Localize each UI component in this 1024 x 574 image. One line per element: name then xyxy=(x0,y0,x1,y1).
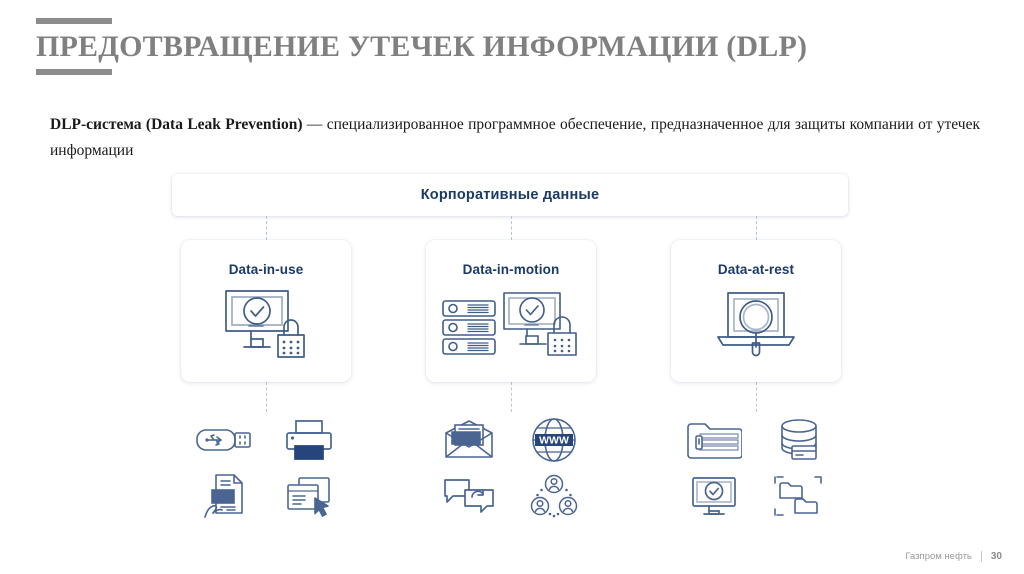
footer-divider xyxy=(980,551,982,562)
icon-group-data-in-use xyxy=(181,415,351,521)
connector-line-bottom-2 xyxy=(511,382,512,412)
footer-brand: Газпром нефть xyxy=(905,551,972,562)
connector-line-top-2 xyxy=(511,216,512,240)
card-data-in-use-label: Data-in-use xyxy=(228,262,304,277)
usb-flash-drive-icon xyxy=(187,415,261,465)
card-data-at-rest-label: Data-at-rest xyxy=(717,262,795,277)
connector-line-bottom-3 xyxy=(756,382,757,412)
body-rest: специализированное программное обеспечен… xyxy=(50,116,980,159)
windows-cursor-icon xyxy=(272,471,346,521)
title-rule-bottom xyxy=(36,69,112,75)
printer-icon xyxy=(272,415,346,465)
icon-group-data-in-motion: WWW xyxy=(426,415,596,521)
monitor-check-lock-icon xyxy=(181,285,351,359)
connector-line-top-1 xyxy=(266,216,267,240)
laptop-magnifier-icon xyxy=(671,285,841,359)
dlp-diagram: Корпоративные данные Data-in-use xyxy=(0,160,1024,540)
icon-group-data-at-rest xyxy=(671,415,841,521)
slide-footer: Газпром нефть 30 xyxy=(905,551,1002,562)
chat-bubbles-icon xyxy=(432,471,506,521)
body-dash: — xyxy=(302,116,327,133)
email-envelope-icon xyxy=(432,415,506,465)
card-data-at-rest[interactable]: Data-at-rest xyxy=(671,240,841,382)
slide-header: ПРЕДОТВРАЩЕНИЕ УТЕЧЕК ИНФОРМАЦИИ (DLP) xyxy=(36,18,996,75)
hand-document-icon xyxy=(187,471,261,521)
connector-line-bottom-1 xyxy=(266,382,267,412)
zip-folder-icon xyxy=(677,415,751,465)
page-number: 30 xyxy=(990,551,1002,562)
page-title: ПРЕДОТВРАЩЕНИЕ УТЕЧЕК ИНФОРМАЦИИ (DLP) xyxy=(36,30,808,63)
body-lead: DLP-система (Data Leak Prevention) xyxy=(50,116,303,133)
connector-line-top-3 xyxy=(756,216,757,240)
social-network-icon xyxy=(517,471,591,521)
svg-text:WWW: WWW xyxy=(539,435,569,447)
card-data-in-motion[interactable]: Data-in-motion xyxy=(426,240,596,382)
database-icon xyxy=(762,415,836,465)
monitor-check-icon xyxy=(677,471,751,521)
card-data-in-motion-label: Data-in-motion xyxy=(462,262,560,277)
title-rule-top xyxy=(36,18,112,24)
card-data-in-use[interactable]: Data-in-use xyxy=(181,240,351,382)
corporate-data-label: Корпоративные данные xyxy=(420,187,600,203)
folder-transfer-icon xyxy=(762,471,836,521)
servers-monitor-lock-icon xyxy=(426,285,596,359)
corporate-data-box: Корпоративные данные xyxy=(172,174,848,216)
www-globe-icon: WWW xyxy=(517,415,591,465)
body-paragraph: DLP-система (Data Leak Prevention) — спе… xyxy=(50,112,980,162)
